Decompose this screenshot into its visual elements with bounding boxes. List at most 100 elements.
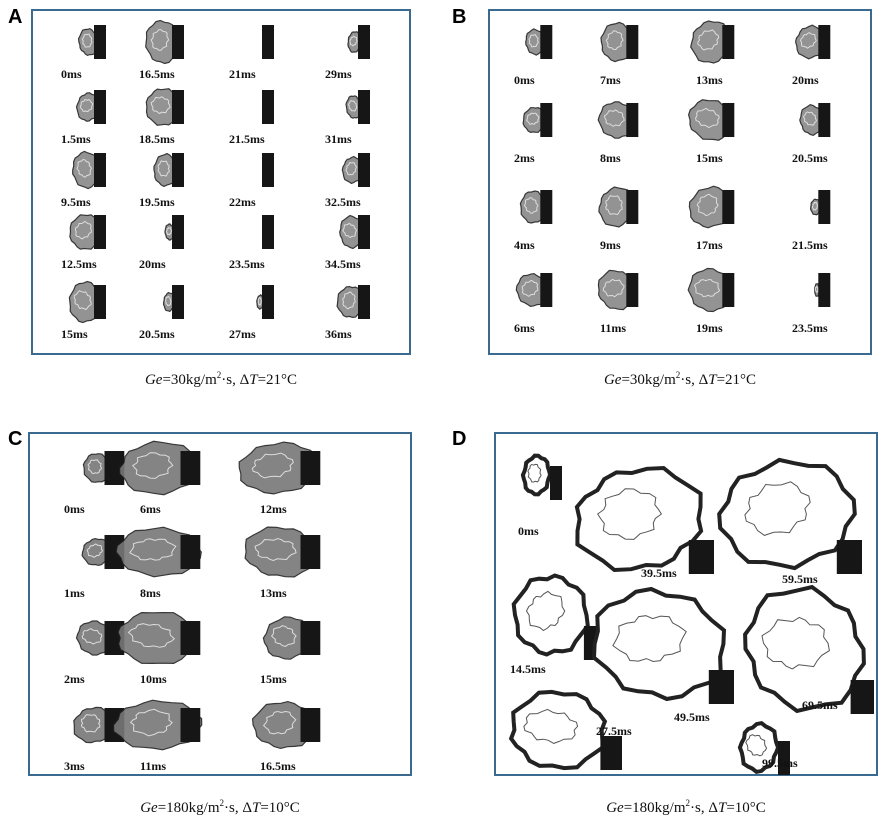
heater-block — [180, 451, 201, 485]
bubble-shape — [687, 267, 734, 313]
bubble-image — [598, 186, 639, 228]
bubble-image — [687, 267, 735, 313]
bubble-texture — [527, 463, 542, 483]
heater-block — [778, 741, 790, 775]
frame-time-label: 19ms — [696, 321, 723, 335]
frame-time-label: 34.5ms — [325, 257, 361, 271]
bubble-image — [256, 285, 274, 319]
bubble-frame: 0ms — [504, 21, 570, 87]
bubble-shape — [72, 150, 101, 190]
bubble-texture — [150, 29, 170, 51]
frame-time-label: 22ms — [229, 195, 256, 209]
bubble-shape — [115, 526, 202, 578]
bubble-image — [574, 465, 714, 574]
bubble-frame: 16.5ms — [139, 19, 199, 81]
bubble-texture — [597, 488, 663, 540]
bubble-image — [688, 185, 735, 229]
bubble-texture — [528, 34, 539, 48]
heater-block — [358, 215, 370, 249]
bubble-frame: 69.5ms — [743, 584, 876, 714]
bubble-frame: 20.5ms — [782, 99, 848, 165]
heater-block — [358, 153, 370, 187]
heater-block — [358, 285, 370, 319]
bubble-frame: 0ms — [44, 442, 154, 516]
bubble-shape — [336, 285, 366, 319]
bubble-texture — [696, 193, 719, 217]
bubble-shape — [520, 453, 553, 497]
caption-a: Ge=30kg/m2·s, ΔT=21°C — [144, 370, 298, 388]
bubble-frame: 1ms — [44, 526, 154, 600]
heater-block — [708, 670, 734, 704]
frame-time-label: 2ms — [64, 672, 85, 686]
frame-time-label: 49.5ms — [674, 710, 710, 724]
bubble-image — [794, 24, 831, 60]
frame-time-label: 20ms — [139, 257, 166, 271]
heater-block — [262, 215, 274, 249]
bubble-shape — [515, 272, 549, 308]
bubble-frame: 99.5ms — [732, 720, 798, 775]
bubble-frame: 19ms — [686, 267, 752, 335]
bubble-frame: 10ms — [117, 611, 230, 686]
bubble-shape — [164, 223, 175, 241]
bubble-image — [519, 190, 553, 224]
bubble-texture — [165, 226, 172, 236]
heater-block — [94, 215, 106, 249]
bubble-shape — [809, 198, 822, 216]
bubble-shape — [69, 214, 103, 250]
heater-block — [94, 90, 106, 124]
bubble-image — [600, 21, 639, 63]
heater-block — [550, 466, 562, 500]
frame-time-label: 29ms — [325, 67, 352, 81]
bubble-frame: 15ms — [686, 99, 752, 165]
bubble-frame: 9.5ms — [61, 149, 121, 209]
bubble-texture — [802, 111, 818, 126]
bubble-shape — [339, 214, 364, 250]
bubble-frame: 9ms — [590, 186, 656, 252]
bubble-shape — [75, 620, 114, 656]
bubble-texture — [129, 708, 173, 737]
bubble-image — [251, 700, 321, 750]
caption-b: Ge=30kg/m2·s, ΔT=21°C — [603, 370, 757, 388]
bubble-shape — [743, 584, 866, 714]
heater-block — [262, 90, 274, 124]
frame-time-label: 17ms — [696, 238, 723, 252]
bubble-shape — [794, 24, 827, 60]
bubble-image — [347, 25, 370, 59]
bubble-frame: 6ms — [504, 269, 570, 335]
heater-block — [358, 25, 370, 59]
heater-block — [722, 103, 735, 137]
heater-block — [172, 90, 184, 124]
bubble-texture — [254, 537, 297, 562]
frame-time-label: 15ms — [696, 151, 723, 165]
bubble-image — [82, 451, 125, 485]
heater-block — [540, 25, 553, 59]
bubble-texture — [342, 222, 358, 239]
bubble-texture — [81, 33, 93, 48]
frame-time-label: 11ms — [140, 759, 167, 773]
bubble-texture — [745, 734, 768, 757]
bubble-frame: 18.5ms — [139, 86, 199, 146]
frame-time-label: 20.5ms — [792, 151, 828, 165]
bubble-image — [341, 153, 370, 187]
panel-letter-b: B — [452, 6, 467, 28]
bubble-texture — [262, 710, 297, 735]
bubble-texture — [345, 161, 358, 176]
caption-c: Ge=180kg/m2·s, ΔT=10°C — [140, 798, 300, 816]
bubble-texture — [86, 543, 104, 558]
bubble-image — [68, 280, 106, 324]
bubble-frame: 22ms — [229, 149, 289, 209]
bubble-texture — [81, 628, 103, 645]
bubble-texture — [251, 452, 294, 479]
bubble-frame: 12.5ms — [61, 211, 121, 271]
bubble-frame: 23.5ms — [229, 211, 289, 271]
frame-time-label: 19.5ms — [139, 195, 175, 209]
bubble-shape — [145, 88, 181, 126]
bubble-texture — [347, 100, 358, 112]
frame-time-label: 20.5ms — [139, 327, 175, 341]
bubble-image — [508, 689, 622, 771]
bubble-frame: 29ms — [325, 21, 385, 81]
bubble-image — [153, 152, 184, 188]
bubble-image — [262, 153, 274, 187]
bubble-texture — [693, 278, 721, 298]
